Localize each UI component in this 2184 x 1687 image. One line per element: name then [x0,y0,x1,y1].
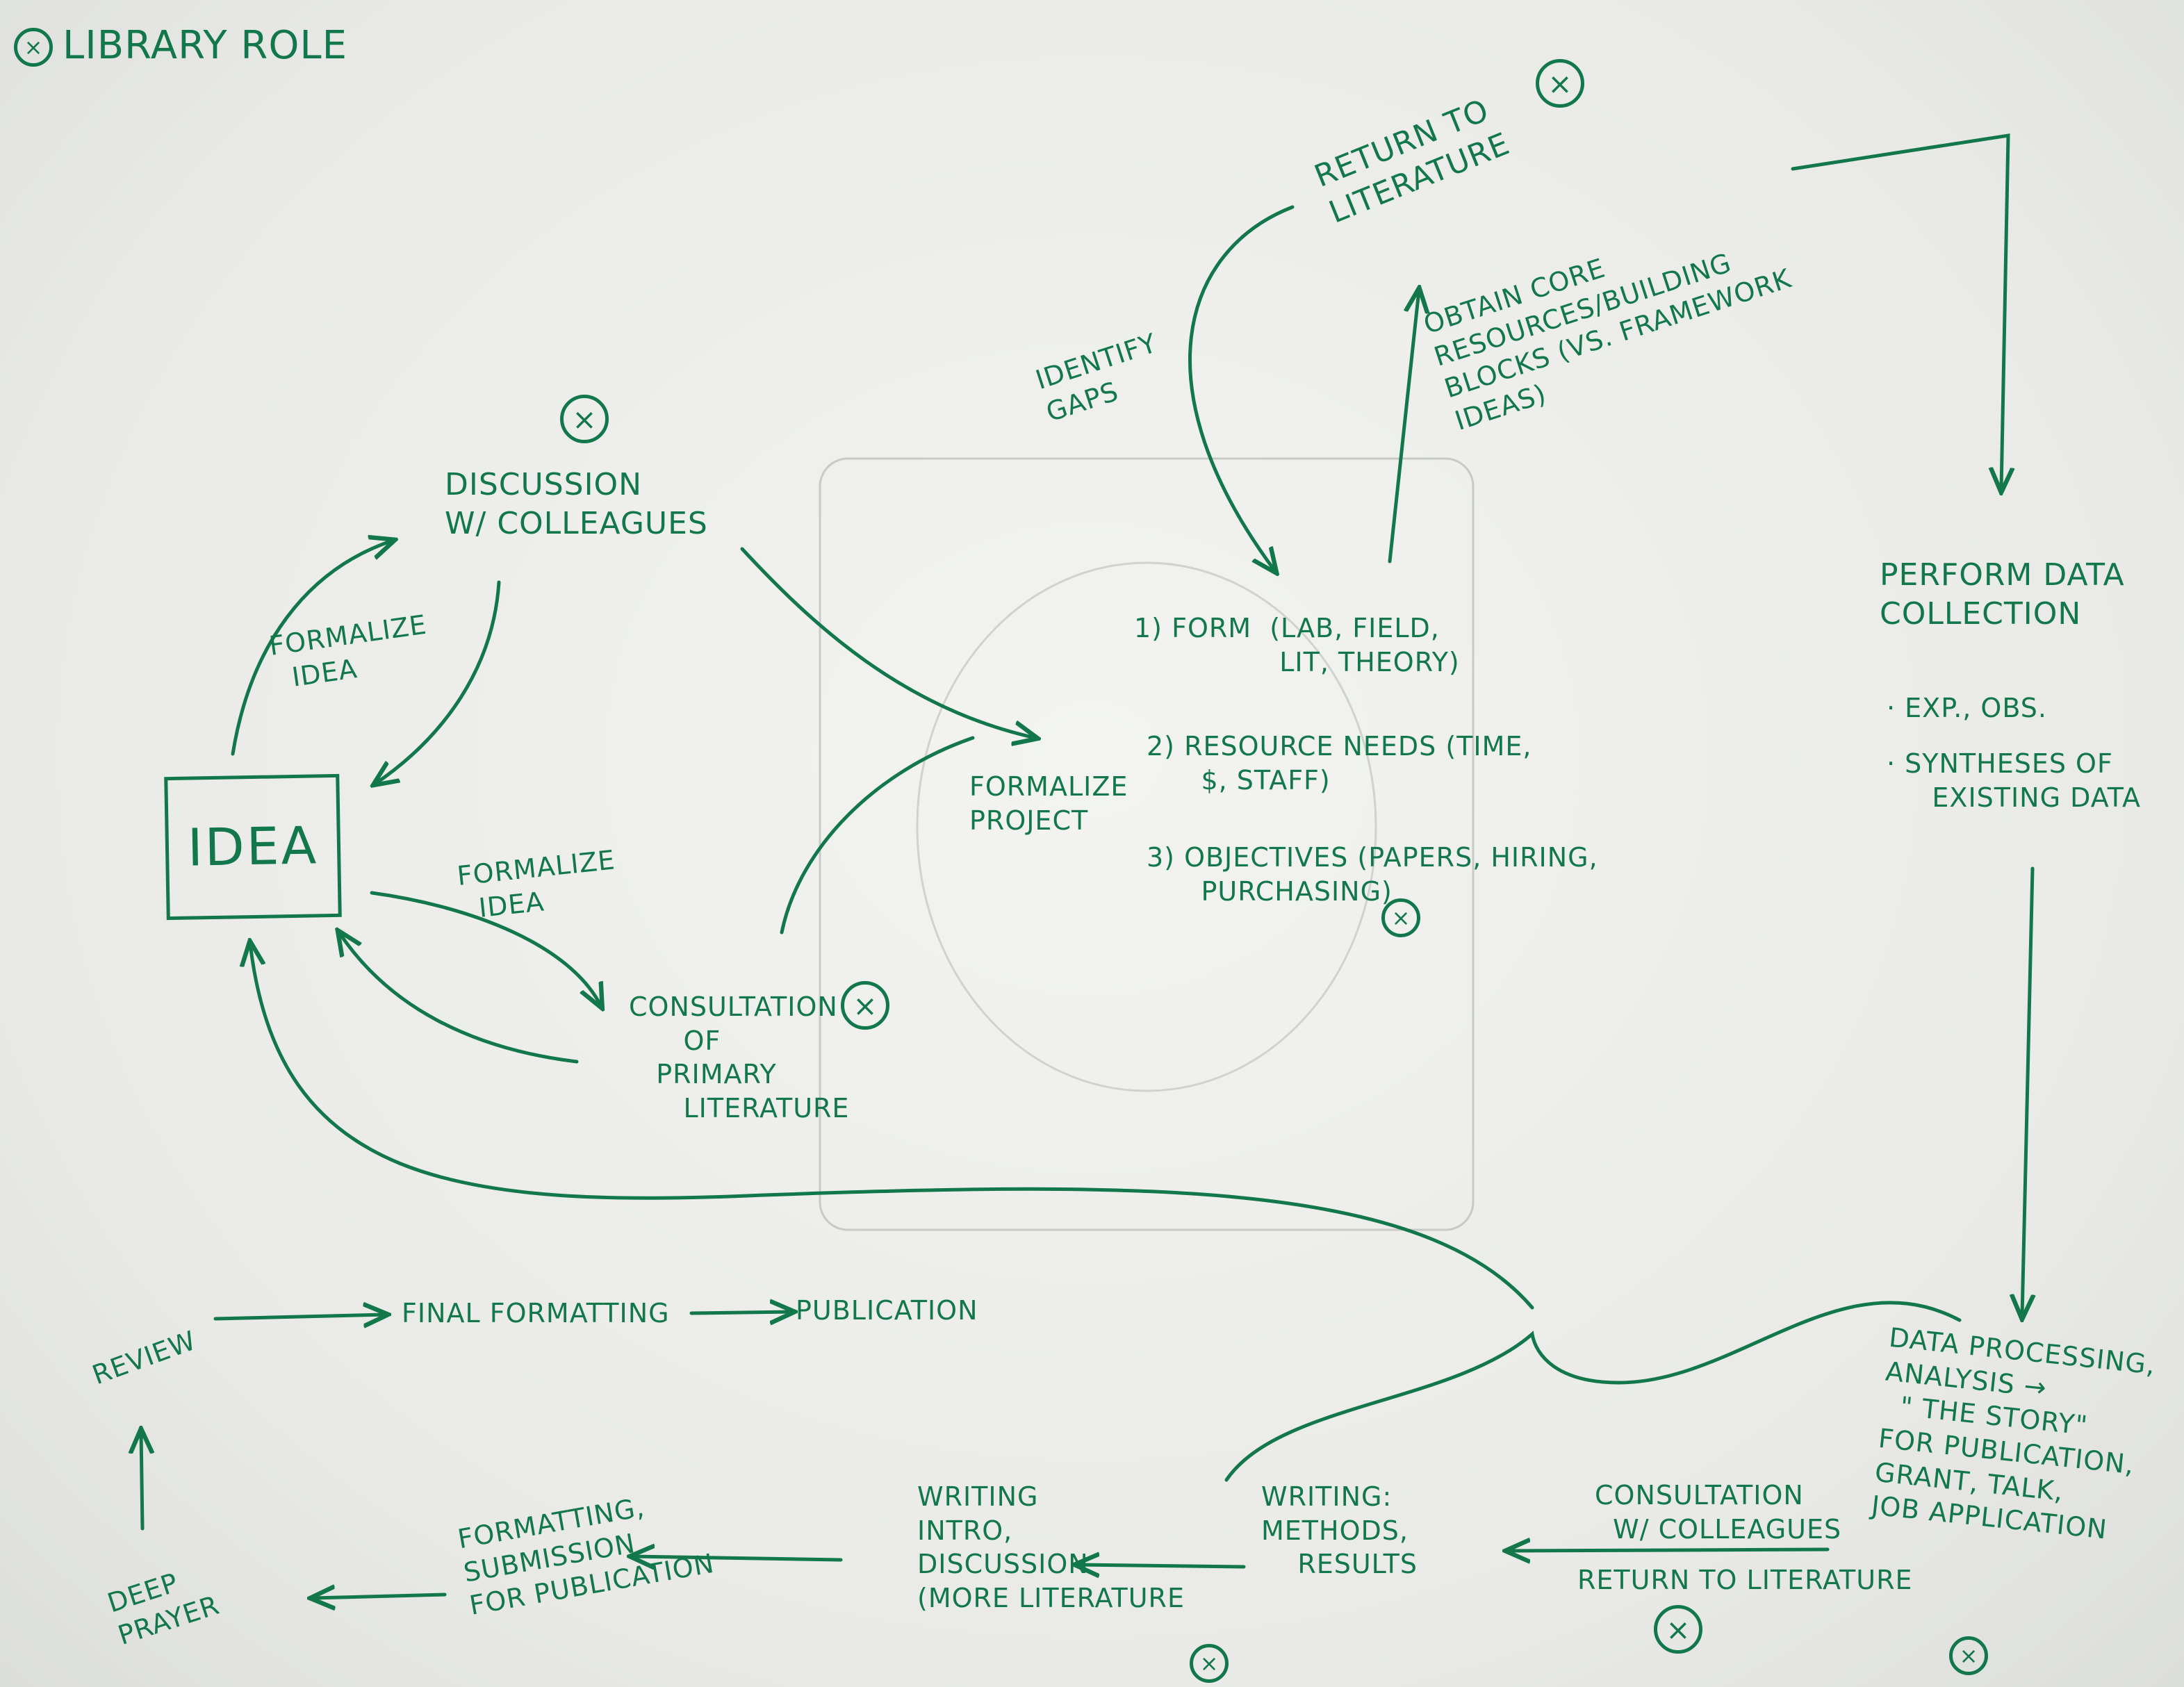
arrow-to-deep-prayer [313,1595,447,1598]
consultation-marker-icon: × [841,981,889,1030]
objectives-marker-icon: × [1381,898,1420,937]
arrow-consultation-to-project [780,736,975,935]
arrow-loop-back-to-idea [250,944,1534,1310]
arrow-discussion-to-project [740,547,1035,738]
library-role-marker-icon: × [14,28,53,67]
arrow-to-formatting [632,1556,843,1560]
discussion-node: DISCUSSION w/ COLLEAGUES [445,467,708,542]
plan-objectives-item: 3) OBJECTIVES (PAPERS, HIRING, PURCHASIN… [1147,842,1598,907]
pencil-sketch-rect [819,457,1475,1231]
writing-intro-node: WRITING INTRO, DISCUSSION (MORE LITERATU… [917,1481,1185,1613]
plan-form-item: 1) FORM (LAB, FIELD, LIT, THEORY) [1134,613,1460,677]
arrow-to-writing-methods [1508,1549,1830,1551]
perform-data-collection-node: PERFORM DATA COLLECTION [1880,557,2125,632]
consultation-primary-node: CONSULTATION OF PRIMARY LITERATURE [629,991,850,1124]
pencil-sketch-circle [916,561,1377,1092]
arrow-idea-to-consultation [370,891,601,1006]
return-literature-top-marker-icon: × [1536,59,1584,108]
writing-intro-marker-icon: × [1190,1644,1229,1683]
data-processing-node: DATA PROCESSING, ANALYSIS → " THE STORY"… [1870,1322,2158,1545]
publication-node: PUBLICATION [796,1295,978,1326]
arrow-project-to-obtain-core [1388,290,1419,563]
arrow-to-publication [689,1312,792,1313]
return-literature-bottom-marker-icon: × [1654,1605,1702,1654]
formalize-project-label: FORMALIZE PROJECT [969,771,1128,836]
arrow-to-final-formatting [213,1315,386,1319]
final-formatting-node: FINAL FORMATTING [402,1298,670,1328]
arrow-identify-gaps [1188,205,1295,571]
idea-node: IDEA [164,773,342,921]
arrow-to-data-processing [2022,866,2033,1317]
diagram-title: LIBRARY ROLE [63,23,347,68]
consultation-colleagues-label: CONSULTATION W/ COLLEAGUES [1595,1480,1842,1545]
return-to-literature-bottom-label: RETURN TO LITERATURE [1577,1565,1913,1595]
arrow-to-review [141,1431,142,1531]
discussion-marker-icon: × [560,395,609,443]
data-bullet-experiments: · EXP., OBS. [1887,693,2047,723]
data-bullet-syntheses: · SYNTHESES OF EXISTING DATA [1887,748,2142,813]
writing-methods-node: WRITING: METHODS, RESULTS [1261,1481,1418,1580]
data-processing-marker-icon: × [1949,1636,1988,1675]
arrow-idea-to-discussion [231,541,393,756]
plan-resources-item: 2) RESOURCE NEEDS (TIME, $, STAFF) [1147,731,1532,796]
arrow-to-data-collection [1791,133,2008,490]
arrow-to-writing-intro [1077,1565,1246,1567]
arrow-consultation-to-idea [339,932,579,1064]
brace-writing [1224,1301,1962,1482]
arrow-discussion-to-idea [375,580,501,784]
